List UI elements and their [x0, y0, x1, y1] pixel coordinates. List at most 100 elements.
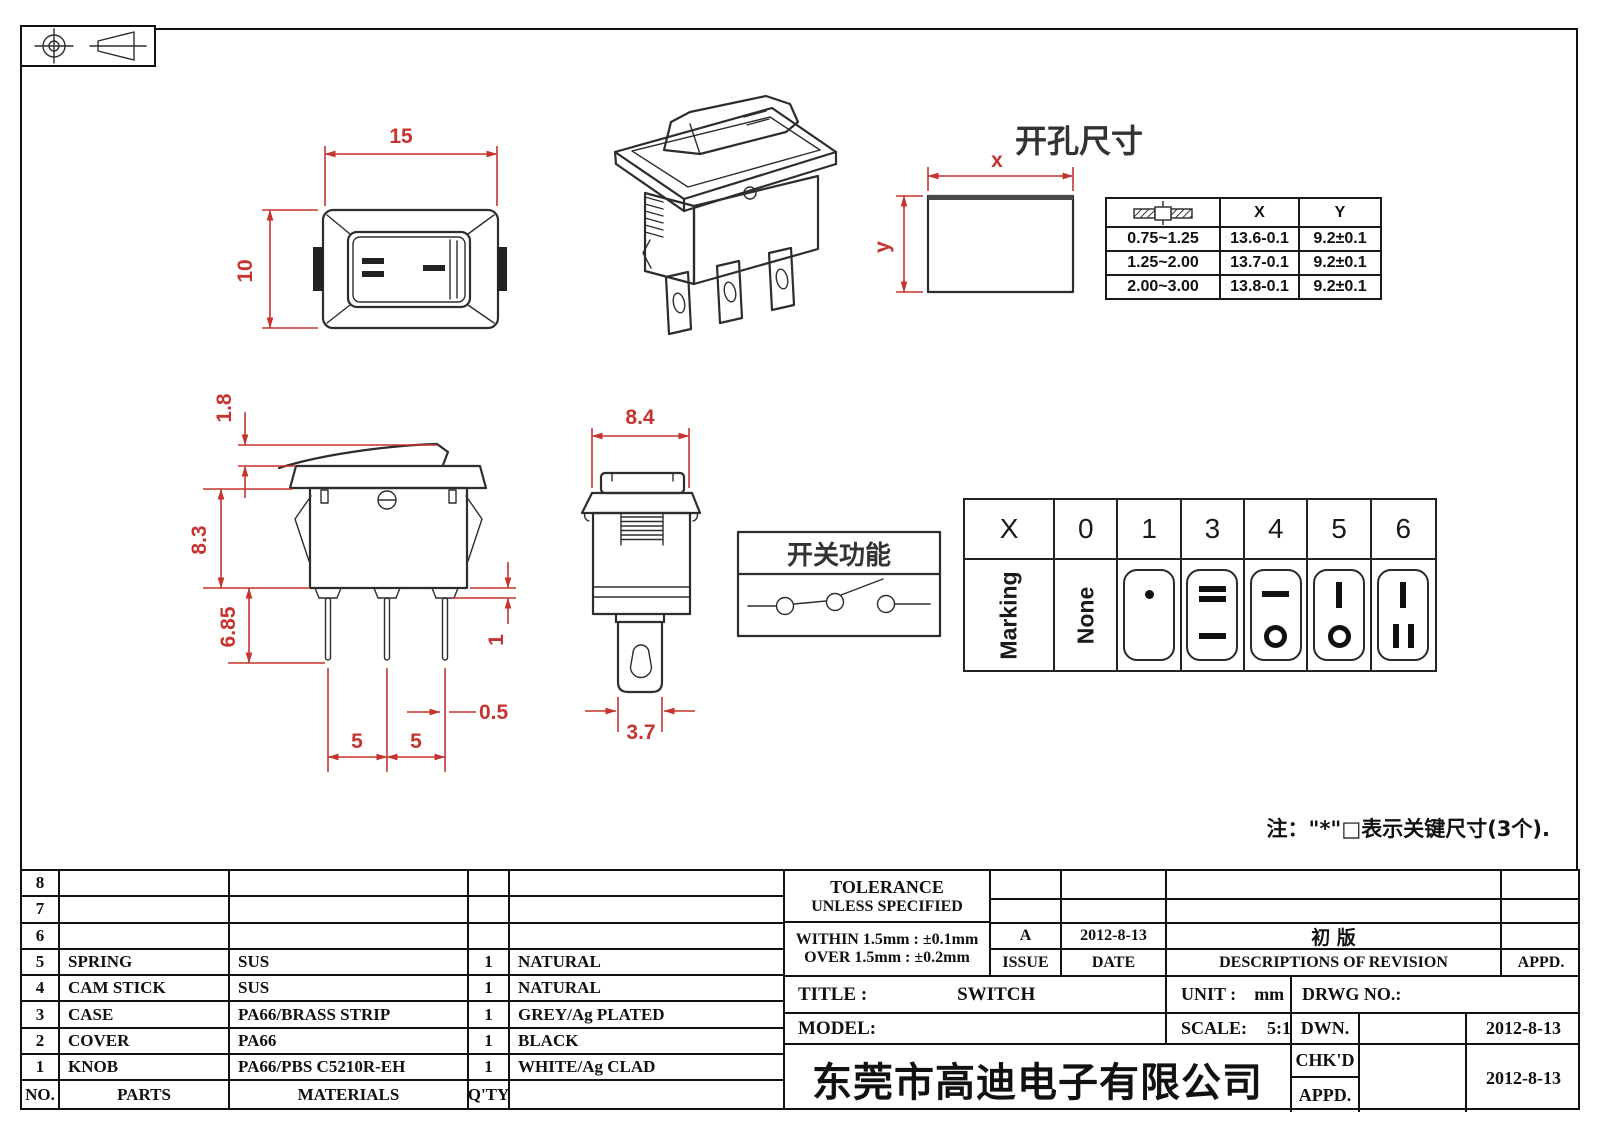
dim-cutout-y: y — [871, 241, 894, 253]
part-no: 8 — [22, 871, 60, 898]
key-dimension-note: 注："*"□表示关键尺寸(3个). — [1266, 817, 1551, 841]
marking-none: None — [1055, 560, 1119, 670]
target-icon — [34, 28, 74, 64]
part-name — [60, 871, 230, 898]
part-name: KNOB — [60, 1055, 230, 1082]
function-title: 开关功能 — [787, 540, 891, 571]
isometric-view — [613, 94, 838, 336]
marking-header: 4 — [1245, 500, 1309, 560]
part-finish: WHITE/Ag CLAD — [510, 1055, 783, 1082]
unit-row: UNIT : mm — [1167, 977, 1292, 1014]
cone-projection-icon — [89, 31, 147, 61]
title-block: TOLERANCE UNLESS SPECIFIED WITHIN 1.5mm … — [785, 869, 1580, 1112]
title-value: SWITCH — [957, 983, 1036, 1005]
part-no: 5 — [22, 949, 60, 977]
dwn-date: 2012-8-13 — [1467, 1014, 1580, 1045]
revision-date-label: DATE — [1062, 950, 1167, 977]
parts-table: 8 7 6 5 SPRING SUS 1 NATURAL 4 CAM STICK… — [20, 869, 785, 1110]
xytable-cell: 13.6-0.1 — [1221, 228, 1300, 252]
part-no: 6 — [22, 923, 60, 950]
part-material: PA66/PBS C5210R-EH — [230, 1055, 469, 1082]
part-name: CAM STICK — [60, 976, 230, 1003]
dim-front-width: 15 — [389, 125, 413, 148]
xytable-cell: 13.7-0.1 — [1221, 252, 1300, 276]
parts-footer-parts: PARTS — [60, 1081, 230, 1108]
dwn-signature — [1360, 1014, 1467, 1045]
end-ribs — [620, 516, 664, 541]
iso-ribs — [644, 196, 664, 238]
revision-cell — [991, 900, 1062, 924]
parts-footer-finish — [510, 1081, 783, 1108]
projection-symbols — [34, 28, 147, 64]
marking-header: 6 — [1371, 500, 1435, 560]
revision-issue-value: A — [991, 924, 1062, 950]
part-material: SUS — [230, 976, 469, 1003]
xytable-cell: 9.2±0.1 — [1300, 252, 1380, 276]
marking-on-bar2 — [362, 271, 384, 277]
revision-cell — [1167, 900, 1502, 924]
marking-header: X — [965, 500, 1056, 560]
part-material: PA66/BRASS STRIP — [230, 1002, 469, 1029]
part-material — [230, 897, 469, 924]
part-no: 2 — [22, 1028, 60, 1056]
appd-label: APPD. — [1292, 1078, 1360, 1112]
side-view: 1.8 8.3 6.85 1 0.5 5 — [188, 393, 516, 772]
dwn-label: DWN. — [1292, 1014, 1360, 1045]
marking-table: X 0 1 3 4 5 6 Marking None — [963, 498, 1437, 672]
revision-cell — [1167, 871, 1502, 900]
xytable-header-x: X — [1221, 199, 1300, 228]
panel-thickness-symbol — [1107, 199, 1221, 228]
left-clip — [313, 247, 323, 291]
part-qty: 1 — [469, 949, 510, 977]
dim-pin-width: 0.5 — [479, 701, 509, 724]
marking-header: 0 — [1055, 500, 1119, 560]
marking-header: 5 — [1308, 500, 1372, 560]
xytable-cell: 2.00~3.00 — [1107, 276, 1221, 298]
marking-off-bar — [423, 265, 445, 271]
part-qty: 1 — [469, 1055, 510, 1082]
title-row: TITLE : SWITCH — [785, 977, 1167, 1014]
xytable-cell: 0.75~1.25 — [1107, 228, 1221, 252]
part-finish: BLACK — [510, 1029, 783, 1056]
dim-pin-length: 6.85 — [217, 606, 240, 647]
part-finish — [510, 871, 783, 898]
part-qty: 1 — [469, 976, 510, 1003]
xytable-cell: 9.2±0.1 — [1300, 228, 1380, 252]
keyhole-cutout — [629, 644, 653, 679]
part-qty: 1 — [469, 1002, 510, 1029]
drwg-no: DRWG NO.: — [1292, 977, 1580, 1014]
tolerance-values: WITHIN 1.5mm : ±0.1mm OVER 1.5mm : ±0.2m… — [785, 923, 991, 977]
part-finish — [510, 924, 783, 950]
model-row: MODEL: — [785, 1014, 1167, 1045]
parts-footer-materials: MATERIALS — [230, 1081, 469, 1108]
revision-date-value: 2012-8-13 — [1062, 924, 1167, 950]
part-no: 4 — [22, 976, 60, 1003]
part-qty — [469, 871, 510, 898]
marking-header: 3 — [1181, 500, 1246, 560]
dim-cutout-x: x — [991, 149, 1003, 172]
part-finish — [510, 897, 783, 924]
revision-desc-value: 初 版 — [1167, 924, 1502, 950]
part-qty — [469, 923, 510, 950]
dim-tab-width: 3.7 — [626, 721, 655, 744]
parts-footer-qty: Q'TY — [468, 1081, 510, 1108]
part-no: 7 — [22, 897, 60, 924]
part-finish: GREY/Ag PLATED — [510, 1002, 783, 1029]
revision-cell — [1502, 871, 1580, 900]
part-name — [60, 923, 230, 950]
part-material — [230, 871, 469, 898]
front-view: 15 10 — [234, 125, 507, 330]
tolerance-header: TOLERANCE UNLESS SPECIFIED — [785, 871, 991, 923]
spdt-circuit-icon — [747, 578, 931, 616]
marking-symbol-4 — [1245, 560, 1309, 670]
part-material — [230, 923, 469, 950]
dim-body-height: 8.3 — [188, 525, 211, 554]
marking-on-bar1 — [362, 258, 384, 264]
revision-appd-label: APPD. — [1502, 950, 1580, 977]
part-finish: NATURAL — [510, 950, 783, 977]
xytable-header-y: Y — [1300, 199, 1380, 228]
revision-cell — [1062, 871, 1167, 900]
part-no: 1 — [22, 1055, 60, 1082]
marking-symbol-1 — [1118, 560, 1182, 670]
